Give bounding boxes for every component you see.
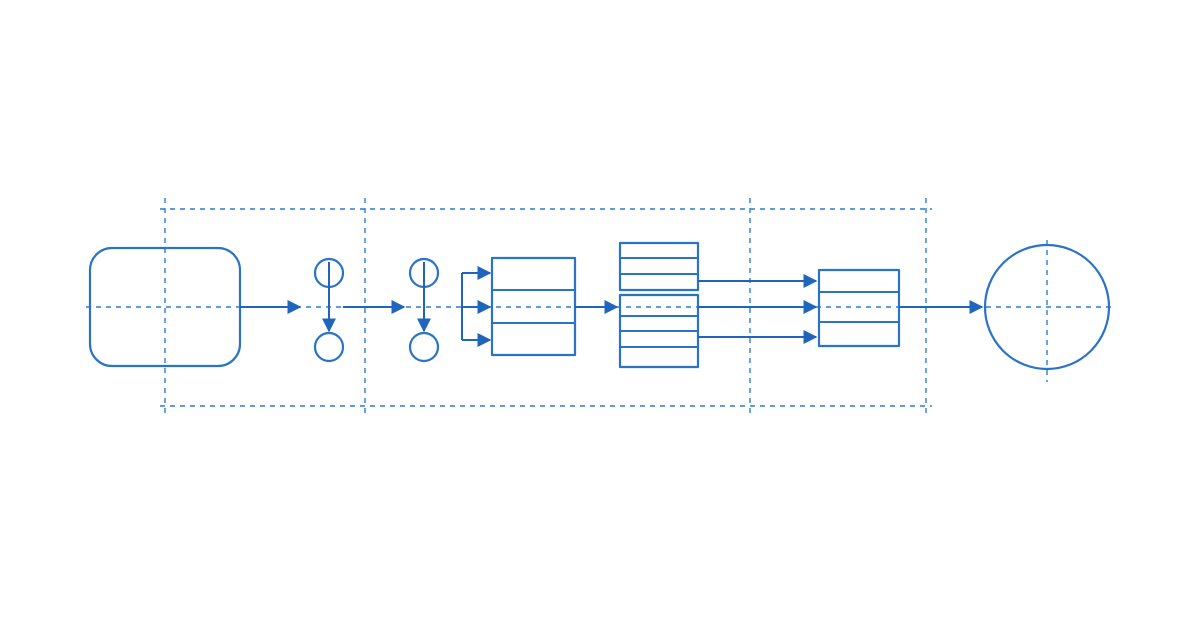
stack-fanout-table [490,256,577,357]
fanout-bracket [461,266,492,347]
pair-2-bottom-node [408,331,440,363]
output-sink-circle [983,243,1111,371]
stack-merge-table [817,268,901,348]
stack-upper-table [618,241,700,292]
node-pair-2 [408,257,440,363]
stack-fanout-frame [490,256,577,357]
node-pair-1 [313,257,345,363]
stack-upper-frame [618,241,700,292]
pair-1-bottom-node [313,331,345,363]
stack-merge-frame [817,268,901,348]
stack-lower-table [618,293,700,369]
